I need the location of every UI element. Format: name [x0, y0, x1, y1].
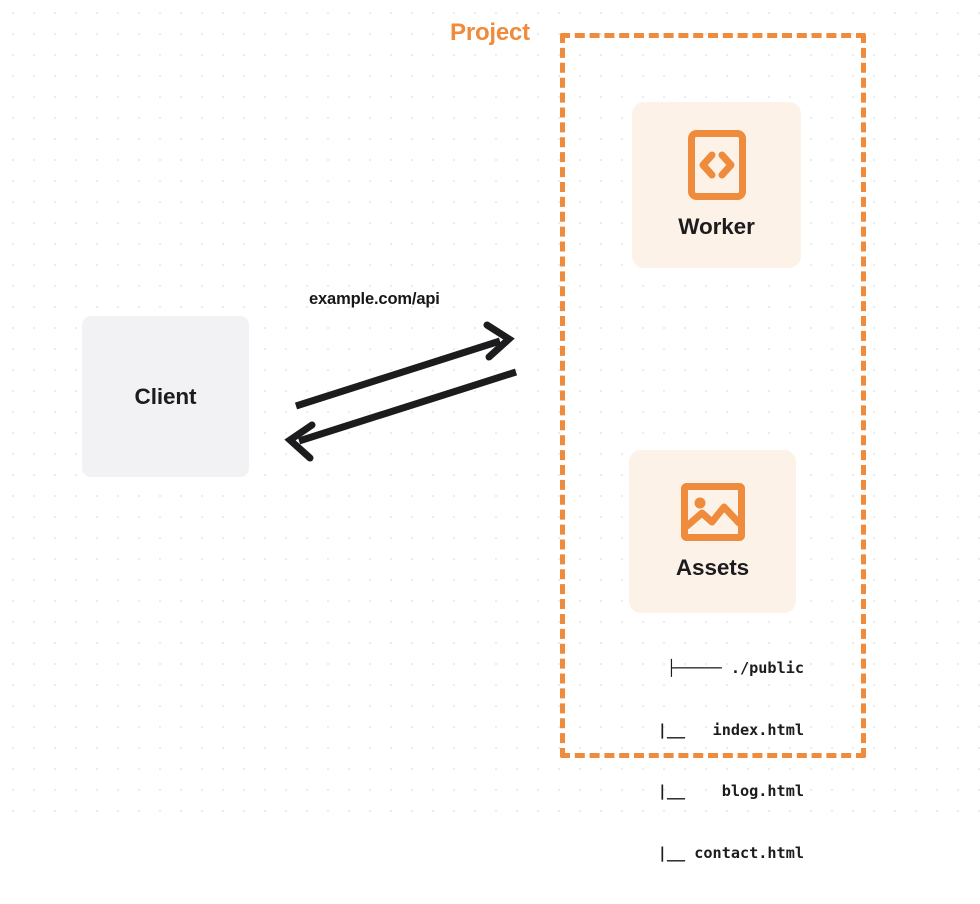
worker-label: Worker: [678, 214, 755, 239]
project-boundary: [560, 33, 866, 758]
file-tree-row: ├───── ./public: [666, 659, 804, 677]
file-tree-row: |__ contact.html: [639, 843, 804, 862]
file-tree-row: |__ blog.html: [639, 782, 804, 800]
file-tree-row: |__ index.html: [639, 720, 804, 739]
worker-node[interactable]: Worker: [632, 102, 801, 268]
response-arrow: [284, 368, 518, 462]
asset-file-tree: ├───── ./public |__ index.html |__ blog.…: [604, 617, 804, 904]
diagram-canvas: Client Project Worker Assets ├───── ./pu…: [0, 0, 980, 862]
image-icon: [680, 482, 745, 541]
code-brackets-icon: [687, 130, 746, 200]
assets-label: Assets: [675, 554, 750, 580]
assets-node[interactable]: Assets: [629, 450, 796, 613]
client-label: Client: [134, 383, 197, 409]
client-node[interactable]: Client: [82, 316, 249, 477]
project-title: Project: [443, 19, 537, 47]
connection-label: example.com/api: [309, 290, 440, 308]
request-arrow: [294, 321, 515, 410]
